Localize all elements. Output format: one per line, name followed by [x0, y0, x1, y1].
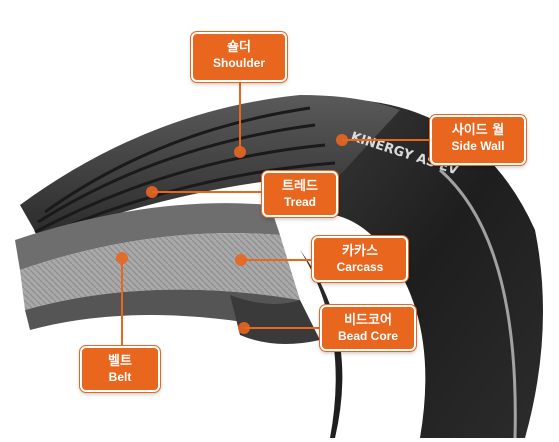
label-carcass: 카카스 Carcass	[312, 236, 408, 282]
label-carcass-ko: 카카스	[342, 244, 378, 259]
label-tread-en: Tread	[283, 195, 316, 209]
label-side-wall-ko: 사이드 월	[451, 123, 505, 138]
dot-bead-core	[238, 322, 250, 334]
sidewall-highlight	[439, 168, 517, 439]
dot-carcass	[235, 254, 247, 266]
label-carcass-en: Carcass	[336, 260, 384, 274]
label-bead-core-ko: 비드코어	[344, 313, 392, 328]
label-belt: 벨트 Belt	[80, 346, 160, 392]
belt-layer	[15, 203, 280, 270]
label-shoulder-en: Shoulder	[212, 56, 265, 70]
tread-groove-3	[34, 143, 326, 234]
dot-belt	[116, 252, 128, 264]
leader-lines	[121, 82, 430, 346]
label-side-wall: 사이드 월 Side Wall	[430, 115, 526, 165]
dot-shoulder	[234, 146, 246, 158]
dot-side-wall	[336, 134, 348, 146]
tread-groove-2	[37, 123, 316, 224]
label-belt-en: Belt	[108, 370, 132, 384]
carcass-layer	[20, 233, 300, 310]
tread-groove-1	[44, 106, 311, 214]
label-belt-ko: 벨트	[108, 354, 132, 369]
label-tread-ko: 트레드	[282, 179, 318, 194]
marker-dots	[116, 134, 348, 334]
label-bead-core-en: Bead Core	[337, 329, 399, 343]
tread-band	[20, 95, 400, 240]
dot-tread	[146, 186, 158, 198]
label-tread: 트레드 Tread	[262, 171, 338, 217]
label-shoulder: 숄더 Shoulder	[191, 32, 287, 82]
bead-area	[230, 295, 320, 344]
label-side-wall-en: Side Wall	[451, 139, 505, 153]
label-shoulder-ko: 숄더	[227, 40, 251, 55]
label-bead-core: 비드코어 Bead Core	[320, 305, 416, 351]
